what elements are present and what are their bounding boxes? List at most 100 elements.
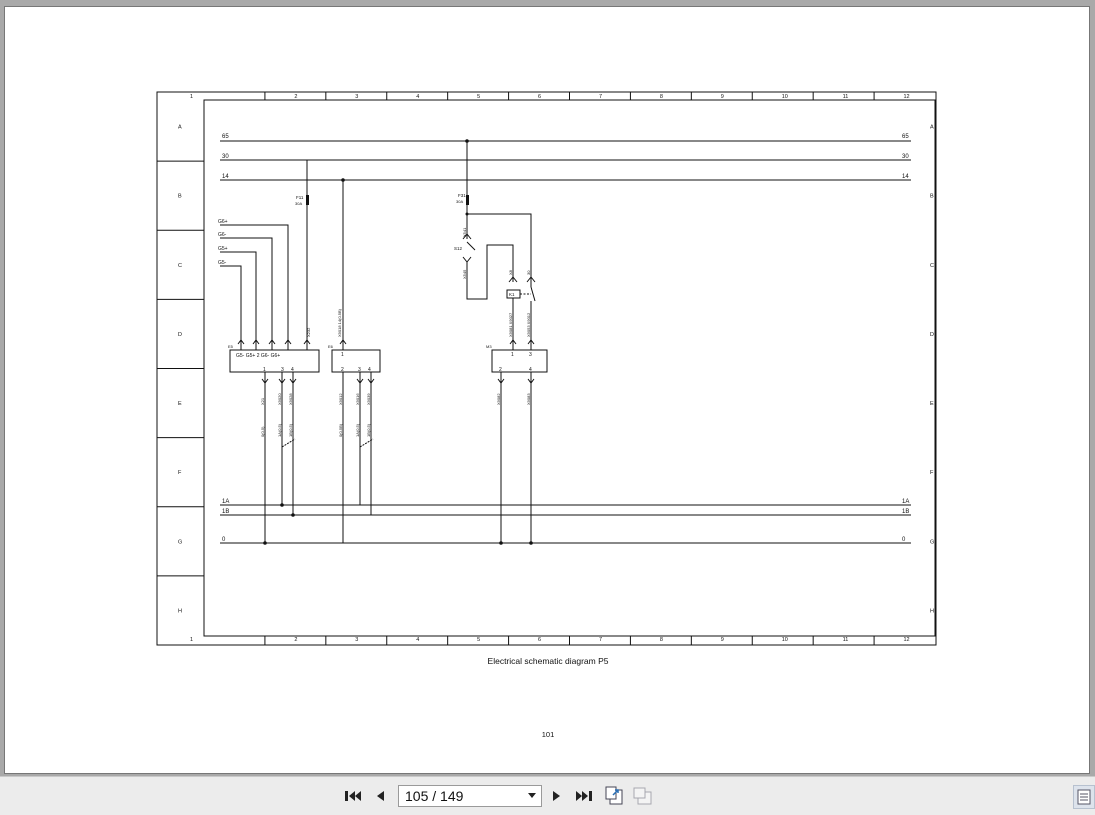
chevron-down-icon[interactable]: [528, 793, 536, 798]
svg-text:X9028: X9028: [288, 393, 293, 405]
rail-label-30-right: 30: [902, 154, 909, 160]
svg-text:4: 4: [368, 367, 371, 373]
svg-text:X8: X8: [508, 269, 513, 275]
next-page-icon[interactable]: [548, 785, 564, 807]
svg-text:X21: X21: [260, 397, 265, 405]
page-layout-icon[interactable]: [604, 785, 626, 807]
svg-text:0(0.5): 0(0.5): [260, 426, 265, 437]
svg-text:X9053 X9012: X9053 X9012: [526, 312, 531, 337]
row-label-D-right: D: [930, 332, 934, 338]
block-e5: E5 G5- G5+ 2 G6- G6+ 1 3 4: [228, 344, 320, 373]
input-label-g6m: G6-: [218, 232, 227, 238]
row-label-G-left: G: [178, 539, 182, 545]
rail-label-1b: 1B: [222, 509, 229, 515]
svg-text:30A: 30A: [295, 201, 302, 206]
svg-text:1: 1: [511, 352, 514, 358]
connector-arrow: [497, 378, 505, 384]
column-label-2-top: 2: [294, 94, 297, 100]
svg-text:2: 2: [341, 367, 344, 373]
svg-text:0(0.5B): 0(0.5B): [338, 423, 343, 437]
fuse-f31-and-switch-s12: F31 30A S12 X541 X545: [454, 139, 532, 300]
connector-arrow: [367, 378, 375, 384]
row-label-F-left: F: [178, 470, 182, 476]
column-label-12-bottom: 12: [904, 637, 910, 643]
svg-text:1B(0.5): 1B(0.5): [288, 423, 293, 437]
column-label-9-bottom: 9: [721, 637, 724, 643]
column-label-8-bottom: 8: [660, 637, 663, 643]
svg-text:1: 1: [263, 367, 266, 373]
svg-text:X9012: X9012: [338, 393, 343, 405]
svg-text:K1: K1: [509, 292, 515, 297]
row-label-A-left: A: [178, 125, 182, 131]
relay-k1: K1 X8 30 X9081 X9027 X9053 X9012: [506, 269, 536, 340]
svg-text:30: 30: [526, 270, 531, 275]
svg-text:E6: E6: [328, 344, 334, 349]
page-display: 105 / 149: [405, 788, 464, 804]
connector-arrow: [527, 378, 535, 384]
column-label-10-top: 10: [782, 94, 788, 100]
svg-text:30A: 30A: [456, 199, 463, 204]
row-label-H-right: H: [930, 608, 934, 614]
rail-label-14-right: 14: [902, 174, 909, 180]
column-label-5-top: 5: [477, 94, 480, 100]
rail-label-0: 0: [222, 537, 226, 543]
column-label-3-bottom: 3: [355, 637, 358, 643]
column-label-8-top: 8: [660, 94, 663, 100]
row-label-D-left: D: [178, 332, 182, 338]
rail-label-65-right: 65: [902, 134, 909, 140]
row-label-B-right: B: [930, 194, 934, 200]
wire-label-x232: X232: [306, 327, 311, 337]
column-label-5-bottom: 5: [477, 637, 480, 643]
svg-text:1: 1: [341, 352, 344, 358]
svg-text:E5: E5: [228, 344, 234, 349]
column-label-11-top: 11: [843, 94, 849, 100]
diagram-caption: Electrical schematic diagram P5: [487, 656, 609, 666]
svg-text:X9083: X9083: [526, 393, 531, 405]
block-output-connectors: [261, 372, 535, 393]
connector-arrow: [356, 378, 364, 384]
row-label-E-left: E: [178, 401, 182, 407]
svg-text:X9039: X9039: [366, 393, 371, 405]
column-label-3-top: 3: [355, 94, 358, 100]
first-page-icon[interactable]: [343, 785, 363, 807]
copy-view-icon[interactable]: [632, 785, 654, 807]
sidebar-panel-icon[interactable]: [1073, 785, 1095, 809]
sensor-input-wires: G6+ G6- G5+ G5-: [218, 219, 289, 340]
last-page-icon[interactable]: [574, 785, 596, 807]
row-label-C-right: C: [930, 263, 934, 269]
input-label-g5p: G5+: [218, 246, 228, 252]
column-label-7-bottom: 7: [599, 637, 602, 643]
connector-arrow: [289, 378, 297, 384]
column-label-12-top: 12: [904, 94, 910, 100]
svg-text:X545: X545: [462, 269, 467, 279]
rail-label-14: 14: [222, 174, 229, 180]
rail-label-1a-right: 1A: [902, 499, 909, 505]
rail-label-30: 30: [222, 154, 229, 160]
svg-text:X9082: X9082: [496, 393, 501, 405]
svg-text:3: 3: [358, 367, 361, 373]
block-output-wires: [263, 372, 533, 545]
page-selector[interactable]: 105 / 149: [398, 785, 542, 807]
row-label-E-right: E: [930, 401, 934, 407]
svg-text:F31: F31: [458, 193, 466, 198]
column-label-9-top: 9: [721, 94, 724, 100]
svg-text:4: 4: [291, 367, 294, 373]
svg-text:1B(0.5): 1B(0.5): [366, 423, 371, 437]
output-wire-labels: X21 X9020 X9028 0(0.5) 1A(0.5) 1B(0.5) X…: [260, 393, 531, 437]
svg-text:1A(0.5): 1A(0.5): [277, 423, 282, 437]
svg-text:3: 3: [281, 367, 284, 373]
svg-text:4: 4: [529, 367, 532, 373]
input-label-g6p: G6+: [218, 219, 228, 225]
svg-text:X9016: X9016: [355, 393, 360, 405]
rail-label-1a: 1A: [222, 499, 229, 505]
block-e6: E6 1 2 3 4: [328, 344, 381, 373]
row-label-F-right: F: [930, 470, 934, 476]
svg-text:X541: X541: [462, 227, 467, 237]
row-label-C-left: C: [178, 263, 182, 269]
svg-text:X9020: X9020: [277, 393, 282, 405]
previous-page-icon[interactable]: [371, 785, 389, 807]
column-label-1-top: 1: [190, 94, 193, 100]
